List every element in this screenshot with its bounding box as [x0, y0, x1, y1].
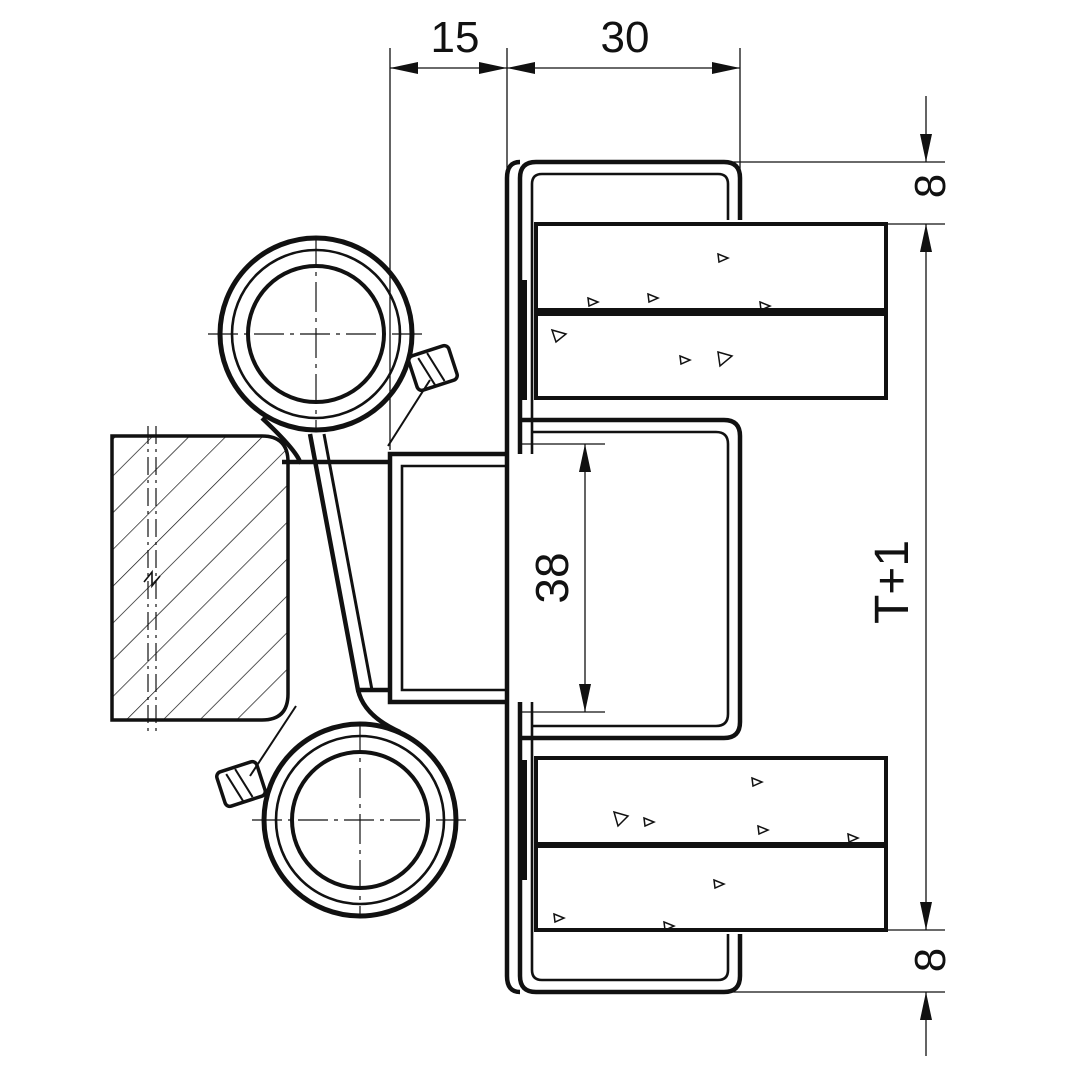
lower-set-screw [215, 759, 267, 809]
dim-label-30: 30 [601, 13, 650, 62]
door-leaf-section [110, 426, 290, 732]
hinge-link-arm [260, 416, 401, 735]
dimension-right: 8 T+1 8 [700, 96, 955, 1056]
upper-knuckle [208, 235, 459, 447]
upper-set-screw [407, 343, 459, 393]
lower-knuckle [215, 705, 468, 919]
dimension-middle: 38 [520, 443, 605, 713]
hinge-housing [387, 159, 743, 995]
dim-label-38: 38 [526, 552, 578, 603]
dim-label-15: 15 [431, 13, 480, 62]
dim-label-8-bottom: 8 [906, 948, 955, 972]
dim-label-8-top: 8 [906, 174, 955, 198]
panel-blocks [521, 222, 888, 932]
dimension-top: 15 30 [389, 13, 741, 450]
dim-label-t-plus-1: T+1 [866, 540, 919, 624]
